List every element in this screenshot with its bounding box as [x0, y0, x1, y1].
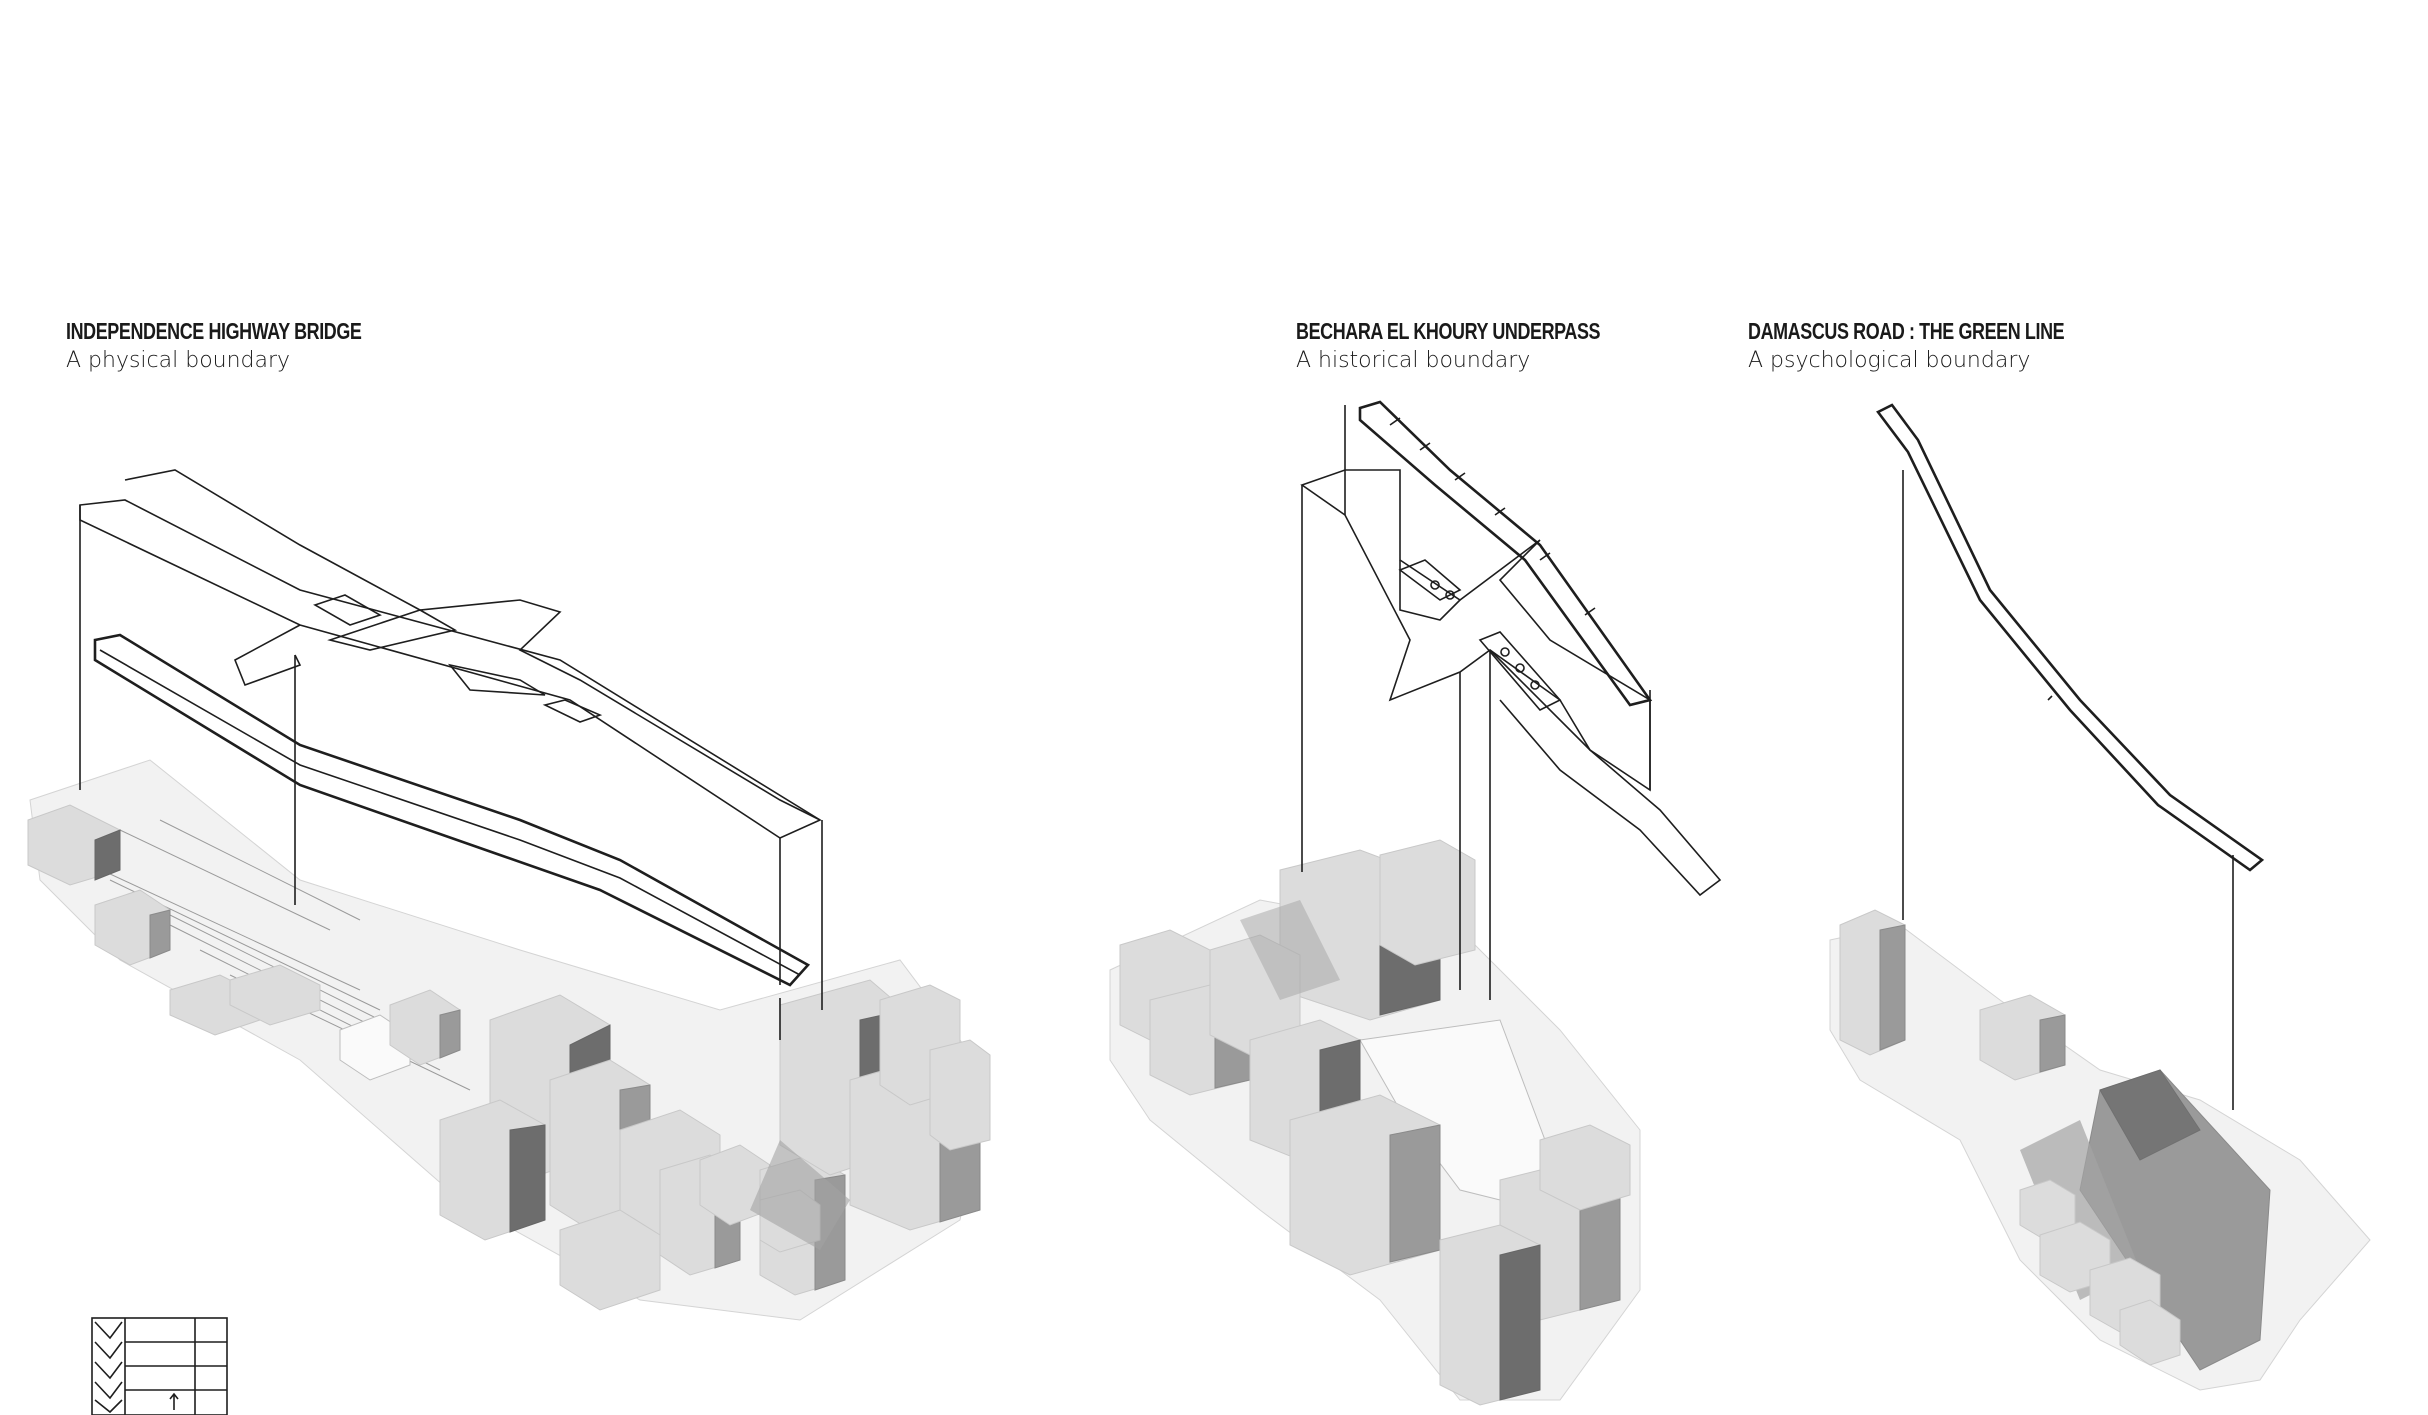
- section-subtitle: A physical boundary: [66, 348, 291, 373]
- section-title: DAMASCUS ROAD : THE GREEN LINE: [1748, 318, 2065, 344]
- section-subtitle: A historical boundary: [1296, 348, 1531, 373]
- section-subtitle: A psychological boundary: [1748, 348, 2031, 373]
- section-label-bechara: BECHARA EL KHOURY UNDERPASS A historical…: [1296, 318, 1686, 376]
- section-title: INDEPENDENCE HIGHWAY BRIDGE: [66, 318, 362, 344]
- independence-axonometric: [27, 469, 991, 1321]
- section-label-independence: INDEPENDENCE HIGHWAY BRIDGE A physical b…: [66, 318, 445, 376]
- north-arrow-key-icon: [91, 1317, 228, 1415]
- damascus-axonometric: [1829, 403, 2371, 1391]
- section-title: BECHARA EL KHOURY UNDERPASS: [1296, 318, 1601, 344]
- section-label-damascus: DAMASCUS ROAD : THE GREEN LINE A psychol…: [1748, 318, 2153, 376]
- bechara-axonometric: [1109, 400, 1722, 1406]
